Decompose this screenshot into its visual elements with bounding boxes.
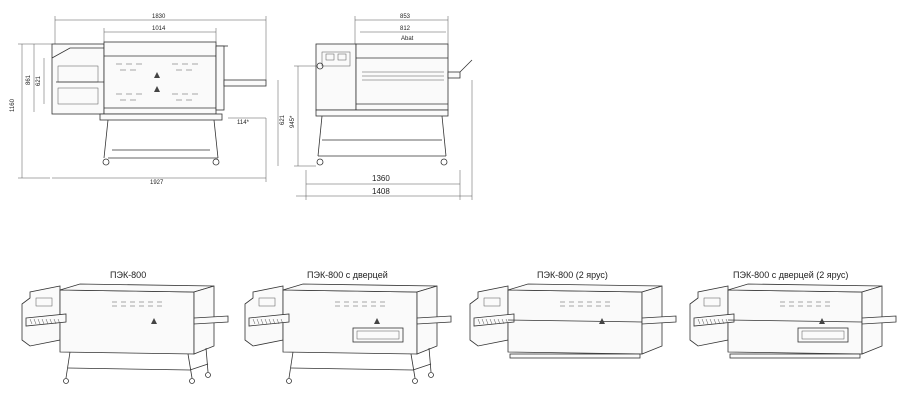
dim-front-depth-a: 1360	[372, 174, 390, 183]
conveyor-grill	[45, 318, 49, 325]
conveyor-grill	[57, 318, 61, 325]
conveyor-right	[193, 315, 229, 325]
conveyor-grill	[272, 318, 276, 325]
oven-model	[244, 283, 452, 384]
warning-triangle-icon	[599, 318, 605, 324]
conveyor-grill	[725, 318, 729, 325]
side-view: 1830 1014 1160 861 621	[10, 14, 286, 186]
conveyor-grill	[280, 318, 284, 325]
conveyor-grill	[717, 318, 721, 325]
conveyor-grill	[37, 318, 41, 325]
control-display	[703, 297, 721, 307]
dim-side-width-chamber: 1014	[152, 26, 166, 32]
control-display	[483, 297, 501, 307]
conveyor-left	[693, 313, 735, 327]
oven-chamber	[282, 289, 418, 355]
dim-side-height-right: 621	[280, 114, 286, 125]
stand-crossbar	[290, 367, 414, 371]
brand-label: Abat	[401, 36, 414, 42]
conveyor-grill	[252, 318, 256, 325]
oven-base	[509, 353, 641, 359]
stand-crossbar	[67, 367, 191, 371]
dim-front-depth-b: 1408	[372, 187, 390, 196]
conveyor-grill	[505, 318, 509, 325]
warning-triangle-icon	[819, 318, 825, 324]
model-label: ПЭК-800 (2 ярус)	[537, 270, 608, 280]
model-label: ПЭК-800 с дверцей	[307, 270, 388, 280]
oven-model	[689, 283, 897, 359]
conveyor-grill	[705, 318, 709, 325]
conveyor-grill	[489, 318, 493, 325]
stand-leg	[410, 353, 416, 379]
model-label: ПЭК-800	[110, 270, 146, 280]
conveyor-grill	[721, 318, 725, 325]
stand-leg	[428, 347, 432, 373]
conveyor-grill	[497, 318, 501, 325]
conveyor-grill	[53, 318, 57, 325]
caster-wheel	[189, 378, 195, 384]
conveyor-grill	[276, 318, 280, 325]
conveyor-grill	[41, 318, 45, 325]
oven-base	[729, 353, 861, 359]
control-display	[35, 297, 53, 307]
caster-wheel	[428, 372, 434, 378]
conveyor-grill	[33, 318, 37, 325]
conveyor-grill	[256, 318, 260, 325]
models-layer	[21, 283, 897, 384]
tier-separator	[727, 319, 863, 323]
stand-crossbar	[189, 363, 209, 371]
warning-triangle-icon	[374, 318, 380, 324]
conveyor-left	[248, 313, 290, 327]
dim-front-width-b: 812	[400, 26, 411, 32]
caster-wheel	[412, 378, 418, 384]
door-window	[801, 330, 845, 340]
caster-wheel	[286, 378, 292, 384]
front-view: 853 812 Abat 945*	[290, 14, 473, 200]
door-window	[356, 330, 400, 340]
caster-wheel	[63, 378, 69, 384]
dim-side-length-total: 1927	[150, 180, 164, 186]
conveyor-grill	[260, 318, 264, 325]
conveyor-grill	[493, 318, 497, 325]
stand-leg	[205, 347, 209, 373]
stand-crossbar	[412, 363, 432, 371]
dim-side-height-total: 1160	[10, 98, 16, 112]
oven-chamber	[59, 289, 195, 355]
conveyor-grill	[49, 318, 53, 325]
dim-side-height-b: 621	[36, 75, 42, 86]
stand-leg	[288, 351, 294, 379]
conveyor-grill	[29, 318, 33, 325]
stand-leg	[65, 351, 71, 379]
conveyor-right	[416, 315, 452, 325]
conveyor-grill	[477, 318, 481, 325]
conveyor-grill	[713, 318, 717, 325]
dim-front-width-a: 853	[400, 14, 411, 20]
conveyor-left	[25, 313, 67, 327]
dim-side-conveyor-ext: 114*	[237, 120, 250, 126]
caster-wheel	[205, 372, 211, 378]
conveyor-grill	[264, 318, 268, 325]
oven-door	[352, 327, 404, 343]
model-label: ПЭК-800 с дверцей (2 ярус)	[733, 270, 848, 280]
conveyor-grill	[268, 318, 272, 325]
conveyor-grill	[481, 318, 485, 325]
control-display	[258, 297, 276, 307]
warning-triangle-icon	[151, 318, 157, 324]
conveyor-left	[473, 313, 515, 327]
oven-door	[797, 327, 849, 343]
conveyor-grill	[709, 318, 713, 325]
dim-front-height-a: 945*	[290, 115, 296, 128]
conveyor-grill	[485, 318, 489, 325]
dim-side-height-a: 861	[26, 74, 32, 85]
conveyor-grill	[501, 318, 505, 325]
conveyor-grill	[701, 318, 705, 325]
conveyor-grill	[697, 318, 701, 325]
tier-separator	[507, 319, 643, 323]
oven-model	[21, 283, 229, 384]
stand-leg	[187, 353, 193, 379]
oven-model	[469, 283, 677, 359]
dim-side-width-total: 1830	[152, 14, 166, 20]
